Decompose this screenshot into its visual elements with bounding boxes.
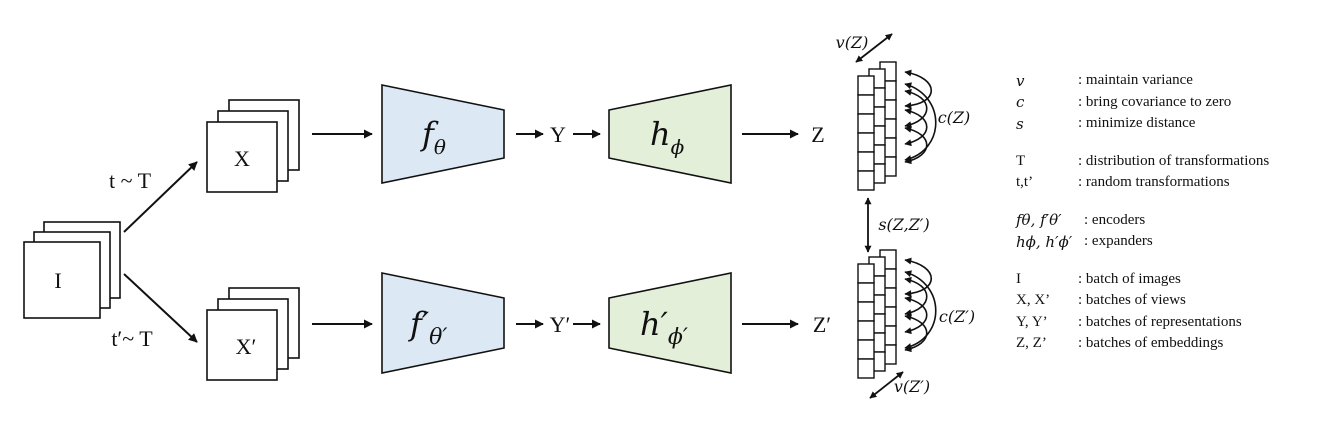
legend-desc: : expanders [1084,233,1153,250]
legend-desc: : maintain variance [1078,72,1193,89]
embedding-stack-bottom: c(Z′) v(Z′) [857,249,975,399]
expander-bottom: h′ϕ′ [608,272,732,374]
legend-row: hϕ, h′ϕ′ : expanders [1016,231,1326,253]
distance-label: s(Z,Z′) [878,215,929,234]
legend-desc: : encoders [1084,211,1146,228]
transform-arrow-top [123,161,198,233]
legend-symbol: t,t’ [1016,174,1034,191]
architecture-diagram: I t ~ T t′~ T X X′ fθ f′θ′ Y Y′ [23,33,975,399]
transform-arrow-bottom [123,273,198,343]
legend-group-batches: I : batch of images X, X’ : batches of v… [1016,269,1326,355]
variance-bottom-label: v(Z′) [894,377,930,396]
covariance-bottom-label: c(Z′) [939,307,975,326]
transform-bottom-label: t′~ T [111,326,153,351]
view-stack-x: X [206,99,300,193]
legend-symbol: Y, Y’ [1016,313,1048,330]
legend-row: fθ, f′θ′ : encoders [1016,210,1326,232]
legend-desc: : random transformations [1078,174,1230,191]
legend-symbol: T [1016,152,1026,169]
expander-top: hϕ [608,84,732,184]
legend-row: c : bring covariance to zero [1016,92,1326,114]
covariance-top-label: c(Z) [938,108,971,127]
variance-top-label: v(Z) [836,33,869,52]
legend-row: Z, Z’ : batches of embeddings [1016,333,1326,355]
expander-bottom-label: h′ϕ′ [640,305,688,350]
input-image-stack: I [23,221,121,319]
legend-desc: : distribution of transformations [1078,152,1270,169]
legend-row: T : distribution of transformations [1016,151,1326,173]
legend-symbol: s [1016,114,1024,133]
view-x-label: X [234,146,250,171]
legend-symbol: hϕ, h′ϕ′ [1016,232,1073,251]
legend-desc: : batches of representations [1078,313,1242,330]
legend-group-networks: fθ, f′θ′ : encoders hϕ, h′ϕ′ : expanders [1016,210,1326,253]
legend-row: s : minimize distance [1016,113,1326,135]
transform-top-label: t ~ T [109,168,152,193]
legend-row: Y, Y’ : batches of representations [1016,312,1326,334]
legend-symbol: I [1016,270,1021,287]
variance-top-arrow [855,33,893,63]
view-x-prime-label: X′ [236,334,257,359]
legend-row: v : maintain variance [1016,70,1326,92]
legend-row: I : batch of images [1016,269,1326,291]
input-label: I [54,268,61,293]
encoder-bottom: f′θ′ [381,272,505,374]
legend-group-transforms: T : distribution of transformations t,t’… [1016,151,1326,194]
legend-symbol: v [1016,71,1025,90]
encoder-bottom-label: f′θ′ [408,305,447,350]
legend-desc: : batches of embeddings [1078,335,1224,352]
legend-symbol: fθ, f′θ′ [1016,211,1062,230]
variance-bottom-arrow [869,371,904,399]
legend-symbol: X, X’ [1016,292,1051,309]
legend-desc: : batch of images [1078,270,1181,287]
legend-desc: : batches of views [1078,292,1186,309]
legend-row: X, X’ : batches of views [1016,290,1326,312]
rep-top-label: Y [550,122,566,147]
legend-desc: : minimize distance [1078,115,1196,132]
rep-bottom-label: Y′ [550,312,571,337]
legend-symbol: Z, Z’ [1016,335,1047,352]
encoder-top: fθ [381,84,505,184]
embedding-stack-top: v(Z) c(Z) [836,33,971,191]
emb-bottom-label: Z′ [813,312,831,337]
legend-desc: : bring covariance to zero [1078,93,1232,110]
legend-row: t,t’ : random transformations [1016,172,1326,194]
view-stack-x-prime: X′ [206,287,300,381]
legend-symbol: c [1016,93,1025,112]
emb-top-label: Z [811,122,824,147]
expander-top-label: hϕ [650,115,685,159]
legend: v : maintain variance c : bring covarian… [1016,70,1326,371]
legend-group-losses: v : maintain variance c : bring covarian… [1016,70,1326,135]
